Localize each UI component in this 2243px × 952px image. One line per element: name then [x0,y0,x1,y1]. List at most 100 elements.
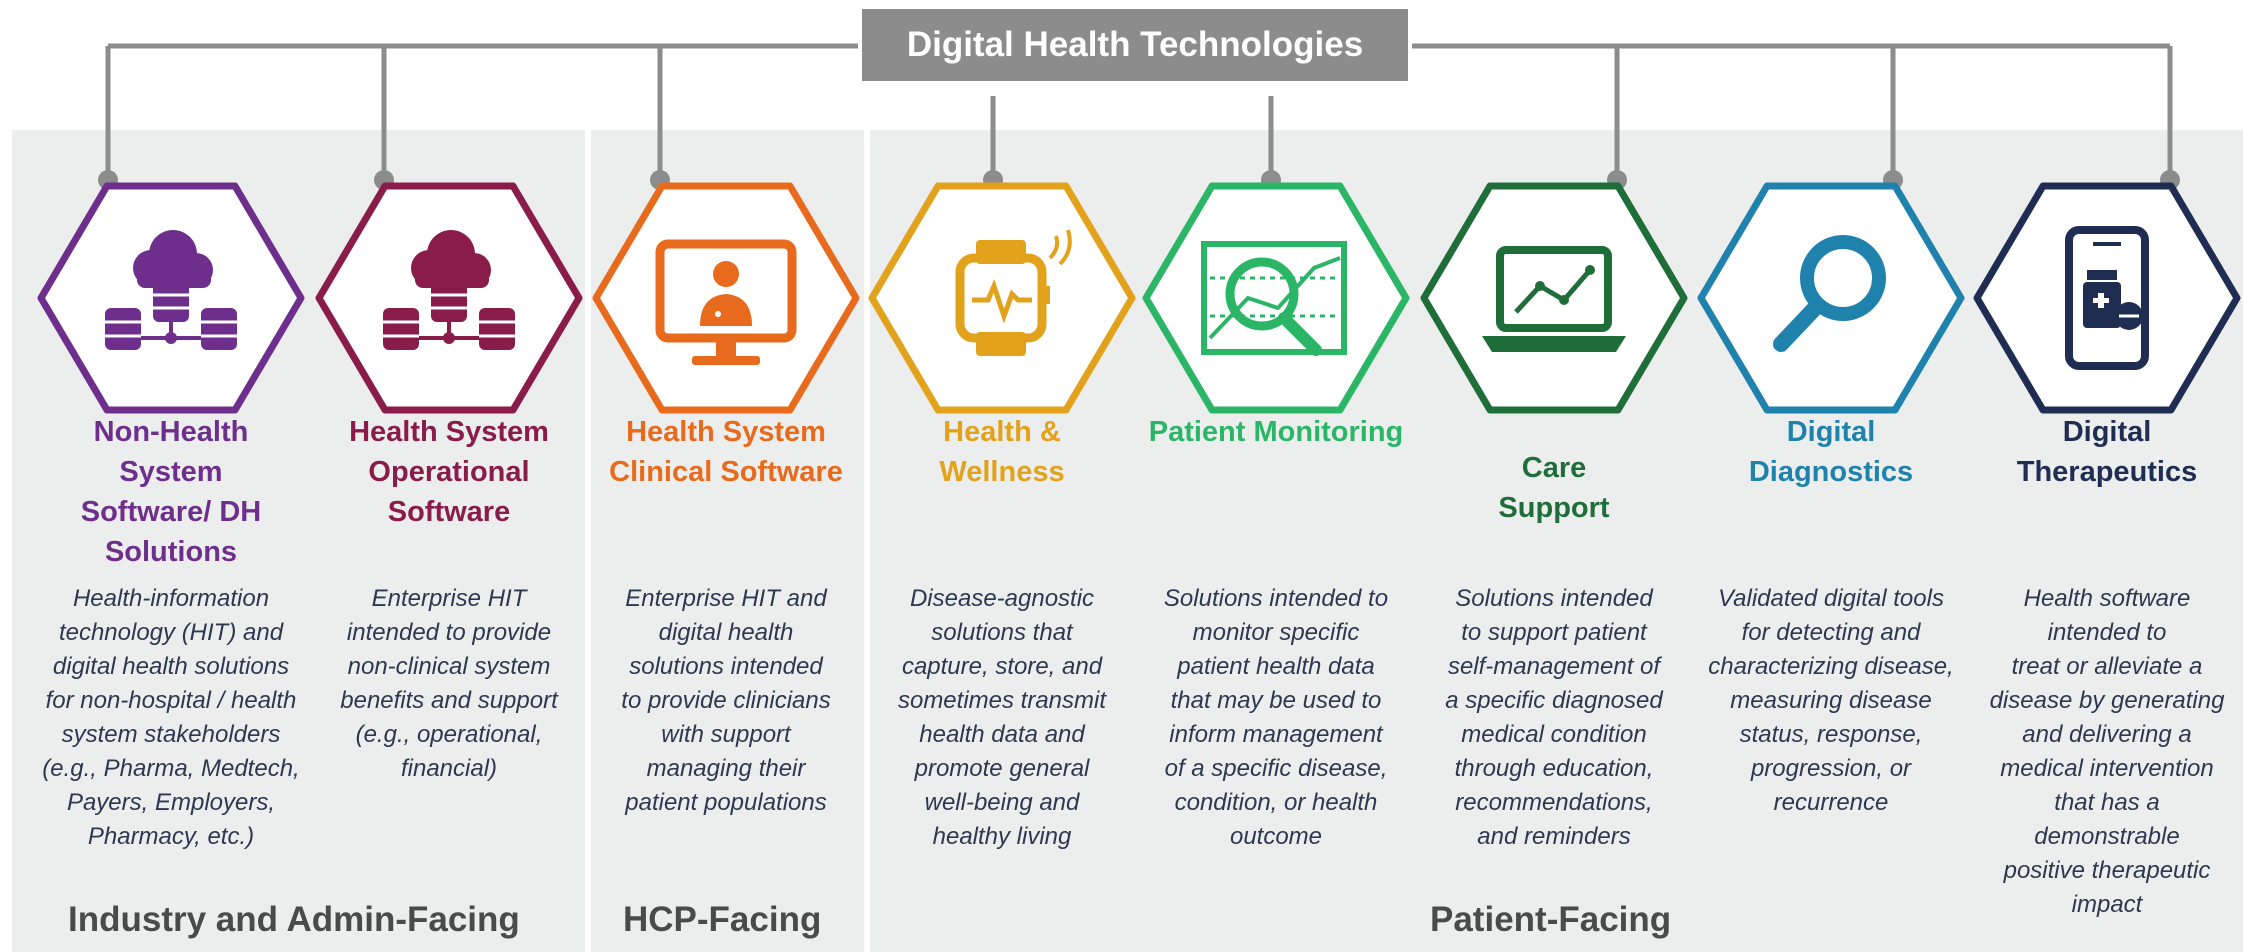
column-description-line: (e.g., Pharma, Medtech, [42,755,300,782]
column-description-line: that has a [2054,789,2160,816]
column-description-line: positive therapeutic [2003,857,2211,884]
column-description-line: patient health data [1177,653,1375,680]
column-description-line: status, response, [1739,721,1923,748]
hexagon-health-wellness [868,182,1136,414]
column-description-line: digital health solutions [52,653,290,680]
hexagon-digital-diagnostics [1697,182,1965,414]
column-description-line: benefits and support [340,687,558,714]
column-description-line: medical condition [1461,721,1647,748]
column-description-line: sometimes transmit [897,687,1107,714]
column-description-line: for detecting and [1741,619,1921,646]
column-title-health-wellness: Health & Wellness [872,412,1132,492]
magnifying-glass-icon [1773,235,1886,352]
column-description-line: system stakeholders [61,721,281,748]
column-description-line: health data and [919,721,1085,748]
column-title-line: Software/ DH [80,496,262,528]
hexagon-health-system-operational [315,182,583,414]
hexagon-non-health-system [37,182,305,414]
column-title-line: Therapeutics [2016,456,2198,488]
column-description-health-system-clinical: Enterprise HIT and digital health solution… [596,582,856,820]
column-title-line: System [119,456,223,488]
column-description-line: intended to provide [346,619,552,646]
column-description-line: Enterprise HIT and [625,585,827,612]
column-description-line: patient populations [625,789,827,816]
column-description-patient-monitoring: Solutions intended to monitor specific pat… [1146,582,1406,854]
column-title-line: Health System [626,416,826,448]
column-description-health-system-operational: Enterprise HIT intended to provide non-cli… [319,582,579,786]
column-description-line: monitor specific [1192,619,1360,646]
column-description-line: solutions intended [629,653,823,680]
column-title-line: Wellness [939,456,1065,488]
section-label-hcp: HCP-Facing [623,900,822,939]
column-title-line: Health System [349,416,549,448]
column-description-line: with support [661,721,791,748]
column-description-line: intended to [2047,619,2167,646]
column-description-line: treat or alleviate a [2011,653,2203,680]
column-description-line: Validated digital tools [1718,585,1944,612]
column-description-line: progression, or [1750,755,1912,782]
column-title-digital-diagnostics: Digital Diagnostics [1701,412,1961,492]
doctor-monitor-icon [655,239,797,365]
column-title-line: Software [387,496,511,528]
column-description-line: solutions that [931,619,1073,646]
hexagon-health-system-clinical [592,182,860,414]
column-description-line: Enterprise HIT [371,585,527,612]
column-description-line: Disease-agnostic [909,585,1095,612]
magnifier-chart-icon [1201,241,1347,356]
column-description-line: promote general [914,755,1090,782]
column-description-line: inform management [1169,721,1383,748]
column-description-digital-diagnostics: Validated digital tools for detecting and… [1701,582,1961,820]
column-description-line: condition, or health [1174,789,1378,816]
column-description-line: capture, store, and [901,653,1103,680]
column-description-line: characterizing disease, [1708,653,1954,680]
column-description-line: recommendations, [1455,789,1653,816]
column-description-line: and delivering a [2022,721,2192,748]
phone-medication-icon [2065,226,2149,370]
column-title-patient-monitoring: Patient Monitoring [1146,412,1406,452]
hexagon-digital-therapeutics [1973,182,2241,414]
column-description-line: technology (HIT) and [58,619,284,646]
column-description-line: Payers, Employers, [66,789,276,816]
column-description-line: Health software [2023,585,2191,612]
hexagon-patient-monitoring [1142,182,1410,414]
column-description-line: and reminders [1477,823,1631,850]
column-description-line: managing their [646,755,806,782]
cloud-database-icon [105,230,237,350]
column-description-line: healthy living [932,823,1072,850]
column-description-line: measuring disease [1730,687,1932,714]
column-description-line: Solutions intended to [1163,585,1389,612]
column-title-line: Support [1498,492,1610,524]
column-title-line: Health & [943,416,1061,448]
column-description-line: Health-information [72,585,270,612]
column-description-line: well-being and [924,789,1080,816]
column-description-digital-therapeutics: Health software intended to treat or allev… [1977,582,2237,922]
column-description-line: recurrence [1773,789,1889,816]
column-description-line: non-clinical system [347,653,551,680]
column-description-line: disease by generating [1989,687,2225,714]
column-description-line: Solutions intended [1455,585,1653,612]
column-title-line: Clinical Software [609,456,843,488]
column-title-line: Solutions [104,536,238,568]
column-description-line: a specific diagnosed [1445,687,1663,714]
column-description-line: self-management of [1447,653,1661,680]
column-title-line: Digital Diagnostics [1748,416,1914,488]
column-description-line: that may be used to [1170,687,1382,714]
column-description-line: through education, [1454,755,1654,782]
laptop-chart-icon [1482,246,1626,352]
column-description-line: demonstrable [2034,823,2180,850]
column-title-line: Non-Health [93,416,249,448]
column-description-line: medical intervention [2000,755,2214,782]
column-description-line: impact [2071,891,2143,918]
diagram-title: Digital Health Technologies [858,5,1412,85]
column-title-line: Patient Monitoring [1148,416,1404,448]
column-description-line: digital health [658,619,794,646]
column-title-line: Operational [368,456,530,488]
column-description-health-wellness: Disease-agnostic solutions that capture, s… [872,582,1132,854]
cloud-database-icon [383,230,515,350]
